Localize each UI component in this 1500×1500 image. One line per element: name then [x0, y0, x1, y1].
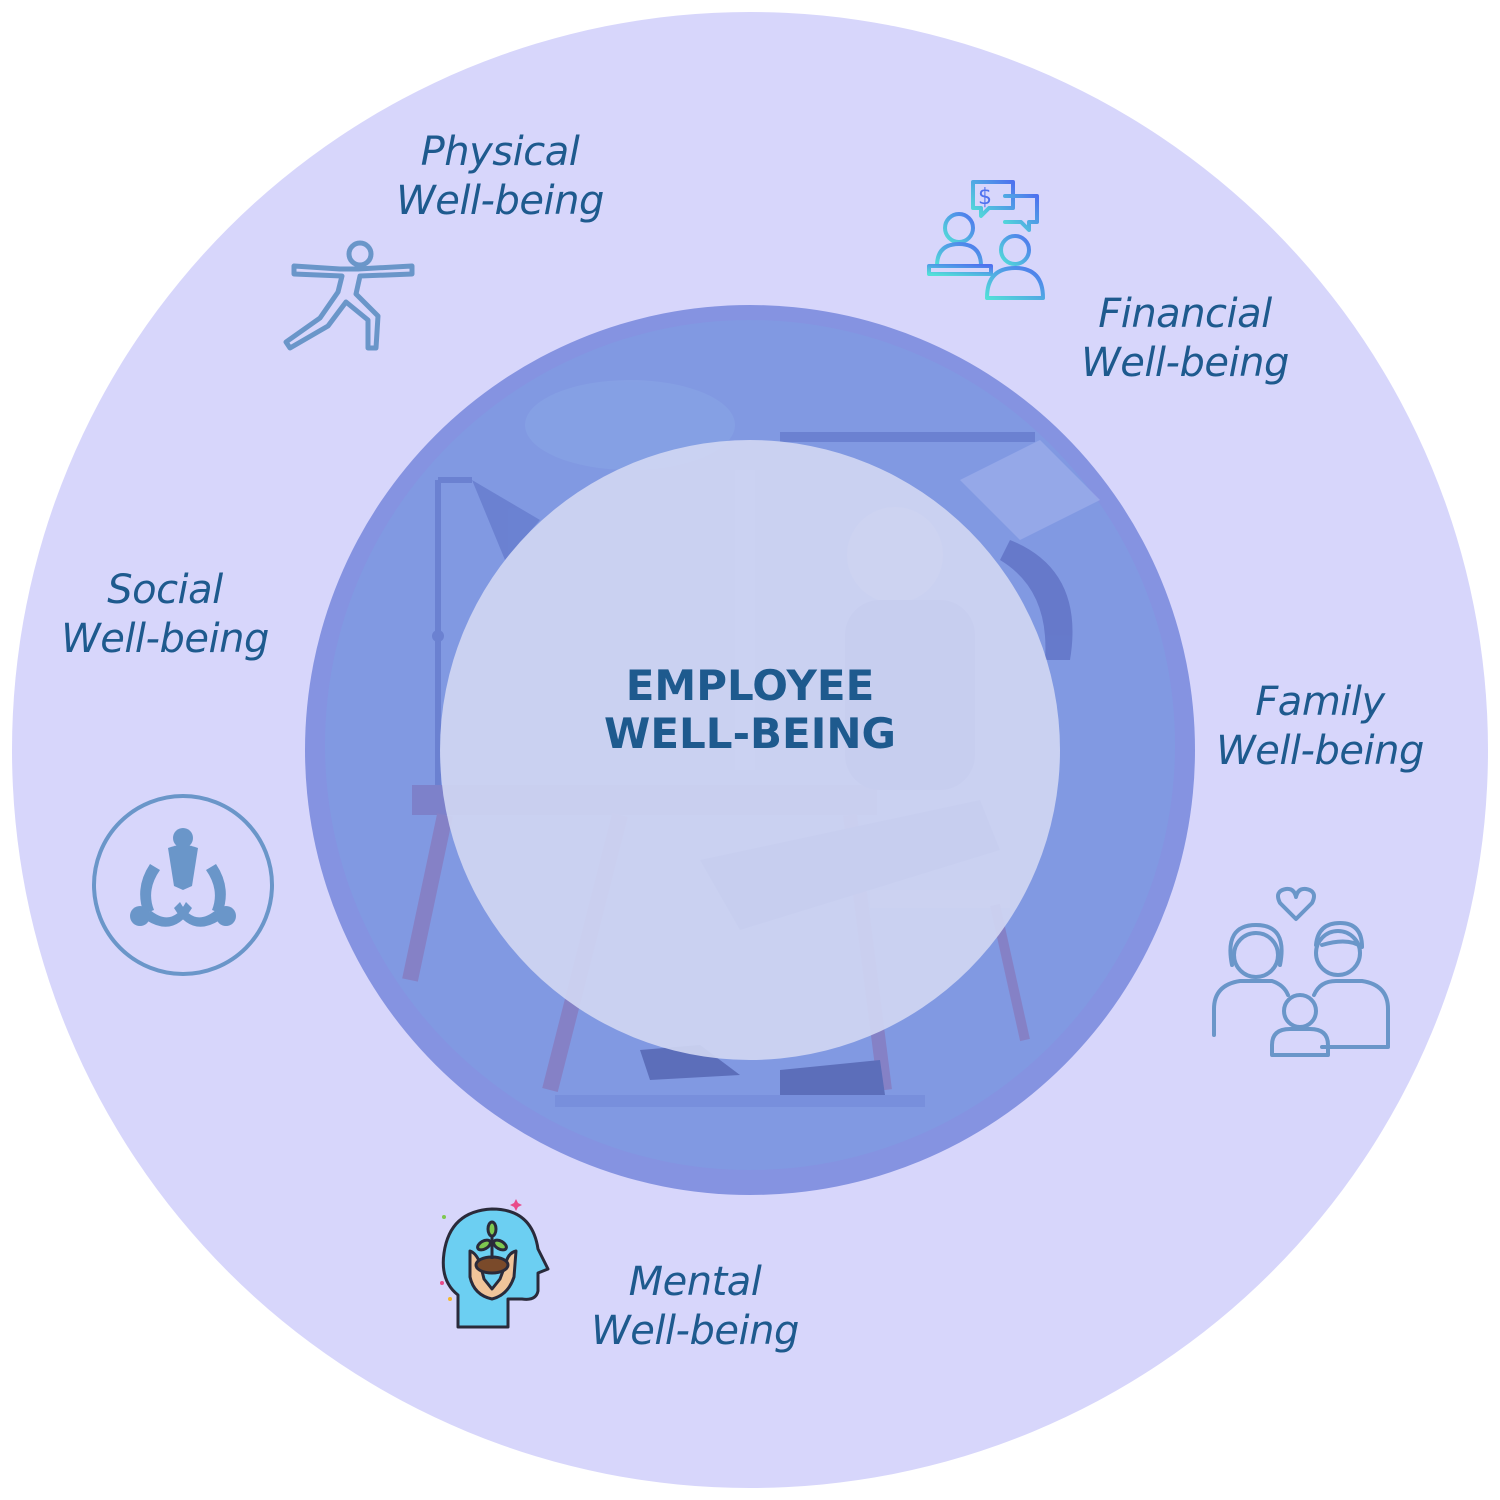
label-financial: Financial Well-being: [1045, 290, 1325, 388]
center-title-line2: WELL-BEING: [604, 709, 896, 758]
label-family-line2: Well-being: [1216, 728, 1424, 774]
label-mental-line2: Well-being: [591, 1308, 799, 1354]
family-heart-icon: [1212, 886, 1390, 1057]
label-mental-line1: Mental: [628, 1259, 762, 1305]
inner-circle: [440, 440, 1060, 1060]
label-social: Social Well-being: [25, 566, 305, 664]
label-physical-line1: Physical: [420, 129, 580, 175]
label-family-line1: Family: [1255, 679, 1385, 725]
mind-growth-icon: [440, 1199, 550, 1329]
label-family: Family Well-being: [1180, 678, 1460, 776]
financial-advisor-icon: $: [927, 180, 1045, 300]
label-financial-line2: Well-being: [1081, 340, 1289, 386]
label-social-line1: Social: [107, 567, 223, 613]
yoga-pose-icon: [283, 240, 415, 351]
label-mental: Mental Well-being: [555, 1258, 835, 1356]
label-physical-line2: Well-being: [396, 178, 604, 224]
label-physical: Physical Well-being: [360, 128, 640, 226]
label-financial-line1: Financial: [1098, 291, 1272, 337]
label-social-line2: Well-being: [61, 616, 269, 662]
svg-text:$: $: [978, 185, 992, 210]
community-circle-icon: [92, 794, 274, 976]
center-title: EMPLOYEE WELL-BEING: [500, 662, 1000, 758]
center-title-line1: EMPLOYEE: [625, 661, 875, 710]
